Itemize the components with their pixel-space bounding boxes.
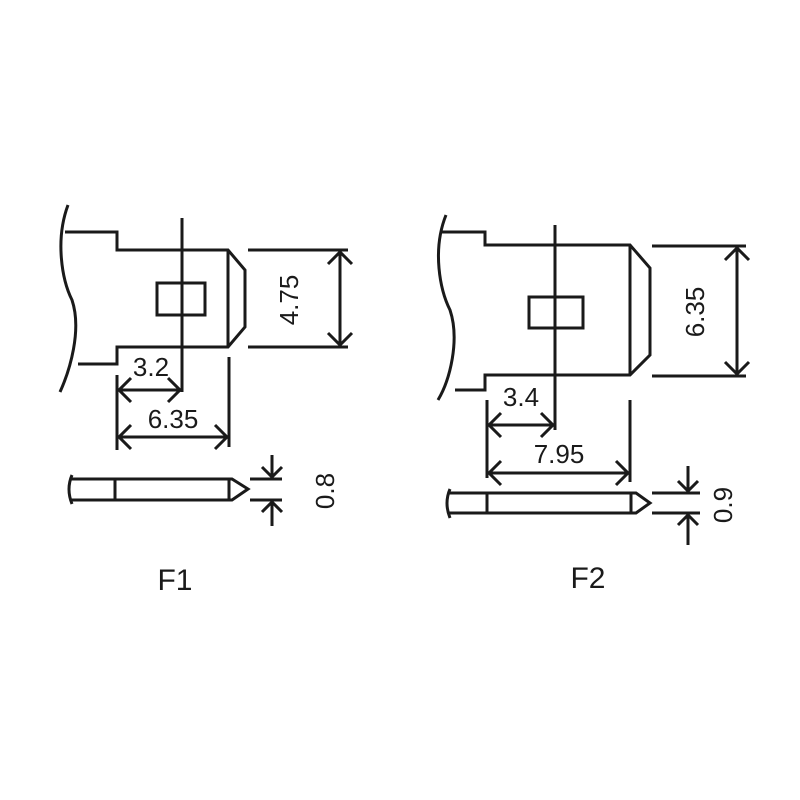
f1-hole-offset-label: 3.2 [133, 352, 169, 382]
f1-label: F1 [157, 564, 192, 597]
f2-length-dimension: 7.95 [486, 400, 632, 487]
terminal-f1: 4.75 3.2 6.35 0. [58, 204, 354, 597]
f2-width-dimension: 6.35 [652, 244, 751, 378]
f2-hole-offset-label: 3.4 [503, 382, 539, 412]
f2-side-view [445, 488, 653, 519]
f2-label: F2 [570, 562, 605, 595]
f1-hole-offset-dimension: 3.2 [115, 352, 183, 450]
f2-slot [527, 295, 585, 330]
f2-length-label: 7.95 [534, 439, 585, 469]
f1-thickness-label: 0.8 [310, 473, 340, 509]
f1-length-dimension: 6.35 [116, 357, 231, 451]
f2-thickness-label: 0.9 [708, 487, 738, 523]
f1-length-label: 6.35 [148, 404, 199, 434]
f1-side-view [67, 474, 251, 505]
f2-hole-offset-dimension: 3.4 [485, 382, 556, 478]
f1-thickness-dimension: 0.8 [250, 455, 340, 526]
f2-top-view [436, 214, 652, 430]
f1-slot [155, 281, 207, 317]
f1-width-dimension: 4.75 [248, 248, 354, 349]
terminal-f2: 6.35 3.4 7.95 0. [436, 214, 751, 595]
f1-width-label: 4.75 [274, 275, 304, 326]
f1-top-view [58, 204, 247, 393]
f2-width-label: 6.35 [680, 287, 710, 338]
f2-thickness-dimension: 0.9 [652, 466, 738, 545]
